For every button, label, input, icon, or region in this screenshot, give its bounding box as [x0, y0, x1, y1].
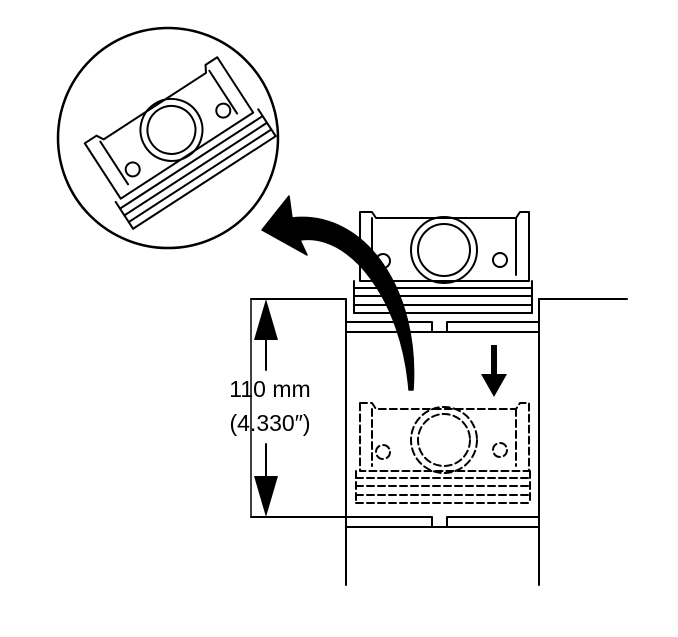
pin-bore-inner — [417, 223, 471, 277]
pin-bore-outer — [410, 216, 478, 284]
detail-ring-3 — [127, 128, 273, 224]
bore-ledge-lower — [345, 516, 540, 528]
detail-hole-left — [124, 161, 141, 178]
cylinder-bore — [250, 298, 628, 586]
bore-ledge-upper — [345, 321, 540, 333]
detail-piston — [83, 56, 277, 230]
callout-curved-arrow-icon — [261, 195, 415, 391]
piston-body — [359, 211, 530, 282]
piston-installed-pin-outer — [410, 406, 478, 474]
dimension-marker — [250, 298, 347, 518]
dimension-imperial-label: (4.330″) — [229, 410, 311, 436]
dimension-metric-label: 110 mm — [229, 376, 311, 402]
detail-pin-bore-outer — [139, 97, 204, 162]
piston-installed-pin-inner — [417, 413, 471, 467]
piston-installed-hole-right — [492, 442, 508, 458]
detail-hole-right — [215, 102, 232, 119]
piston-installed-body — [359, 402, 530, 472]
detail-view — [56, 26, 280, 250]
dimension-upper-arrowhead-icon — [254, 299, 278, 340]
detail-ring-4 — [132, 135, 277, 230]
detail-pin-bore-inner — [146, 104, 197, 155]
piston-installed-position — [355, 402, 531, 504]
dimension-lower-arrowhead-icon — [254, 476, 278, 517]
detail-ring-1 — [119, 115, 264, 210]
detail-circle — [56, 26, 280, 250]
piston-hole-right — [492, 252, 508, 268]
push-down-arrow-icon — [481, 345, 507, 397]
detail-ring-2 — [123, 121, 268, 217]
detail-piston-body — [83, 56, 255, 200]
piston-installed-hole-left — [375, 444, 391, 460]
